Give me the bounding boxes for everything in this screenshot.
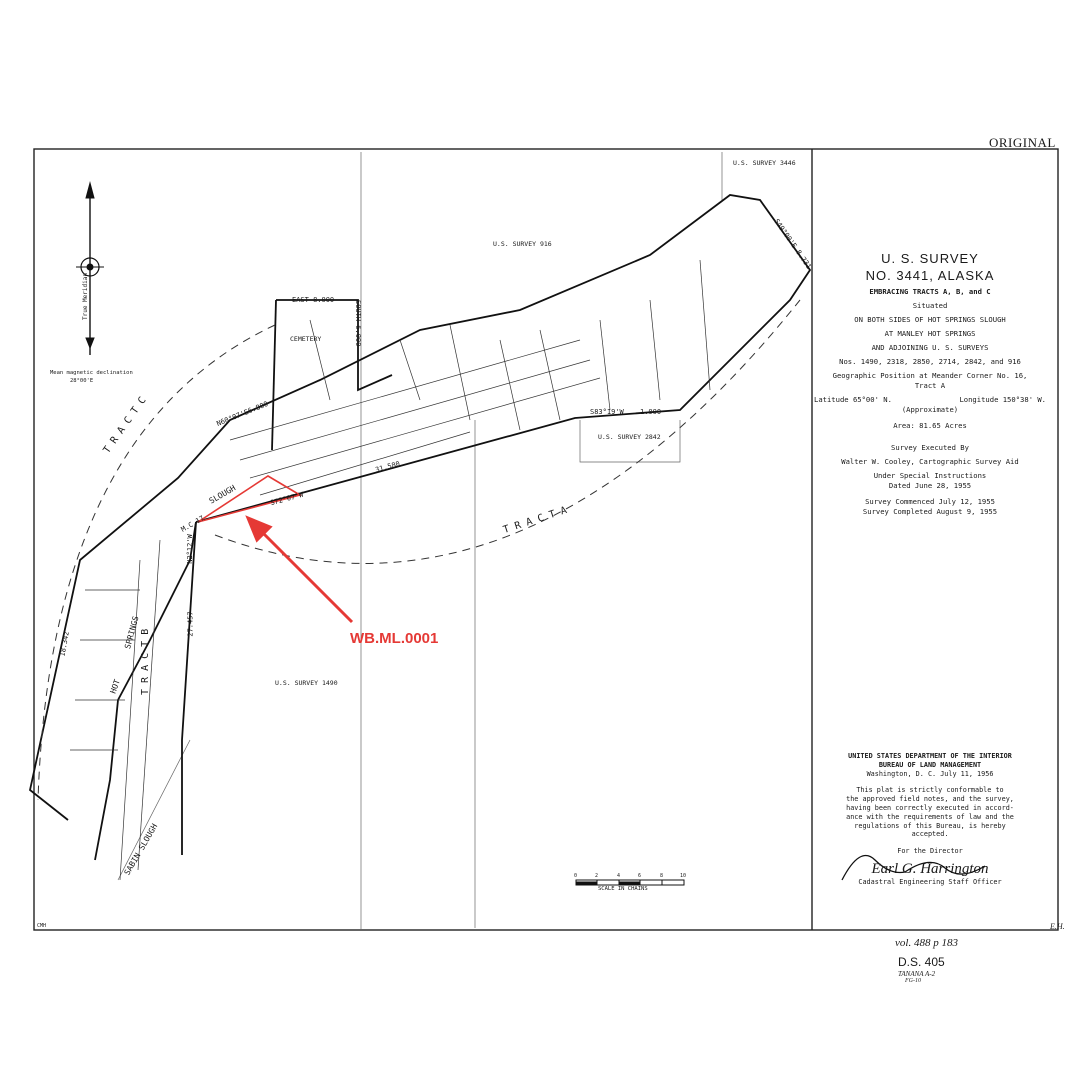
for-director: For the Director — [897, 847, 963, 856]
dept-line: UNITED STATES DEPARTMENT OF THE INTERIOR — [848, 752, 1012, 760]
place-date: Washington, D. C. July 11, 1956 — [866, 769, 994, 778]
us-survey-916-label: U.S. SURVEY 916 — [493, 240, 552, 248]
tanana-note: TANANA A-2 — [898, 970, 936, 978]
highlight-parcel — [197, 475, 303, 523]
lat-long-row: Latitude 65°00' N. Longitude 150°38' W. — [814, 395, 1046, 405]
statement-4: ance with the requirements of law and th… — [846, 812, 1014, 821]
survey-number: NO. 3441, ALASKA — [865, 268, 995, 283]
location-line-1: ON BOTH SIDES OF HOT SPRINGS SLOUGH — [854, 315, 1006, 324]
mag-declination-value: 28°00'E — [70, 378, 94, 384]
n2-bearing: N2°12'W — [185, 534, 194, 564]
geo-position: Geographic Position at Meander Corner No… — [832, 371, 1028, 380]
scale-bar — [575, 879, 685, 886]
map-frame — [33, 148, 1059, 931]
statement-2: the approved field notes, and the survey… — [846, 795, 1014, 804]
scale-label: SCALE IN CHAINS — [598, 886, 648, 892]
cemetery-label: CEMETERY — [290, 335, 322, 343]
statement-1: This plat is strictly conformable to — [856, 786, 1004, 795]
approximate-note: (Approximate) — [901, 405, 959, 414]
commenced-line: Survey Commenced July 12, 1955 — [865, 497, 995, 506]
us-survey-2842-label: U.S. SURVEY 2842 — [598, 433, 661, 441]
executed-by: Survey Executed By — [891, 443, 969, 452]
south-bearing: SOUTH 6.000 — [354, 300, 362, 347]
location-line-2: AT MANLEY HOT SPRINGS — [884, 329, 976, 338]
geo-tract: Tract A — [914, 381, 946, 390]
tract-b-label: T R A C T B — [140, 628, 151, 695]
us-survey-1490-label: U.S. SURVEY 1490 — [275, 679, 338, 687]
annotation-arrow — [245, 515, 354, 624]
ds-note: D.S. 405 — [898, 955, 945, 969]
initials-note: E.H. — [1050, 922, 1065, 931]
officer-title: Cadastral Engineering Staff Officer — [858, 877, 1002, 886]
east-bearing: EAST 8.000 — [292, 296, 335, 304]
vol-note: vol. 488 p 183 — [895, 937, 958, 949]
latitude: Latitude 65°00' N. — [814, 395, 892, 404]
surveyor-name: Walter W. Cooley, Cartographic Survey Ai… — [841, 457, 1019, 466]
longitude: Longitude 150°38' W. — [959, 395, 1046, 404]
approval-block: UNITED STATES DEPARTMENT OF THE INTERIOR… — [830, 752, 1030, 887]
survey-boundary-lines — [117, 152, 723, 930]
true-meridian-label: True Meridian — [82, 273, 89, 320]
embracing-line: EMBRACING TRACTS A, B, and C — [869, 287, 991, 296]
survey-title: U. S. SURVEY — [881, 251, 979, 266]
fg-note: FG-10 — [905, 978, 921, 984]
annotation-label: WB.ML.0001 — [350, 630, 439, 647]
s83-bearing: S83°19'W — [590, 408, 624, 416]
mag-declination-label: Mean magnetic declination — [50, 370, 133, 376]
cmh-label: CMH — [37, 923, 47, 929]
signature: Earl G. Harrington — [871, 860, 989, 877]
instructions-date: Dated June 28, 1955 — [888, 481, 972, 490]
statement-3: having been correctly executed in accord… — [846, 803, 1014, 812]
dist-1000: 1.000 — [640, 408, 662, 416]
north-arrow — [76, 181, 104, 355]
lot-lines — [70, 259, 711, 881]
tract-arcs — [37, 299, 801, 801]
location-line-3: AND ADJOINING U. S. SURVEYS — [871, 343, 989, 352]
tract-a-boundary — [29, 194, 812, 861]
situated-line: Situated — [912, 301, 948, 310]
instructions-line: Under Special Instructions — [873, 471, 987, 480]
area-line: Area: 81.65 Acres — [893, 421, 967, 430]
completed-line: Survey Completed August 9, 1955 — [862, 507, 998, 516]
original-label: ORIGINAL — [989, 135, 1056, 150]
statement-6: accepted. — [911, 830, 949, 839]
signature-mark — [841, 854, 986, 881]
dist-27457: 27.457 — [186, 611, 195, 637]
survey-numbers: Nos. 1490, 2318, 2850, 2714, 2842, and 9… — [839, 357, 1021, 366]
title-block: U. S. SURVEY NO. 3441, ALASKA EMBRACING … — [814, 250, 1046, 517]
us-survey-3446-label: U.S. SURVEY 3446 — [733, 159, 796, 167]
statement-5: regulations of this Bureau, is hereby — [854, 821, 1006, 830]
bureau-line: BUREAU OF LAND MANAGEMENT — [878, 760, 982, 769]
